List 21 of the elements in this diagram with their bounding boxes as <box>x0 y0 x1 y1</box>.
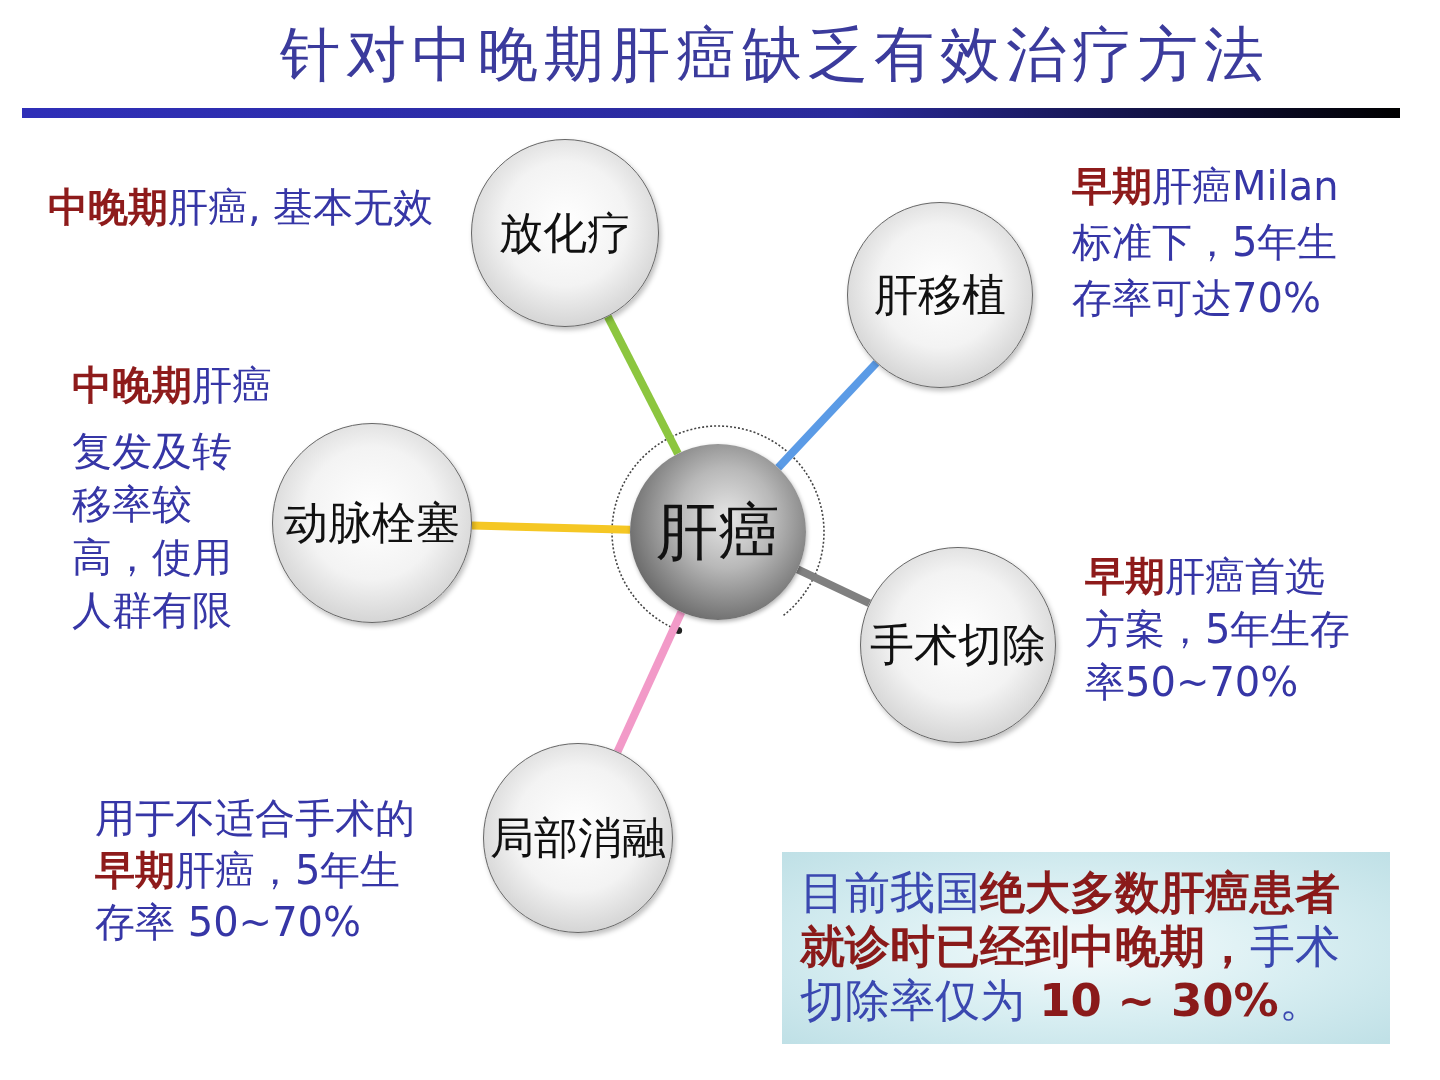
connector-line <box>775 360 880 471</box>
connector-line <box>604 314 682 456</box>
annotation-text: 早期肝癌Milan标准下，5年生存率可达70% <box>1072 162 1340 323</box>
circle-label: 手术切除 <box>870 618 1046 672</box>
title: 针对中晚期肝癌缺乏有效治疗方法 <box>279 18 1271 91</box>
circle-label: 动脉栓塞 <box>284 496 460 550</box>
annotation-text: 复发及转移率较高，使用人群有限 <box>72 427 233 635</box>
circle-label: 肝癌 <box>656 494 780 570</box>
circle-label: 局部消融 <box>490 811 666 865</box>
annotation-text: 用于不适合手术的早期肝癌，5年生存率 50~70% <box>95 794 416 947</box>
circle-label: 放化疗 <box>499 206 631 260</box>
note-text: 目前我国绝大多数肝癌患者就诊时已经到中晚期，手术切除率仅为 10 ~ 30%。 <box>800 866 1341 1028</box>
note-box <box>782 852 1390 1044</box>
annotation-text: 中晚期肝癌 <box>72 361 273 410</box>
hub-circle <box>630 444 806 620</box>
circle-label: 肝移植 <box>874 268 1006 322</box>
connector-line <box>795 565 872 607</box>
annotation-text: 中晚期肝癌, 基本无效 <box>48 183 435 232</box>
connector-line <box>613 610 686 754</box>
connector-line <box>471 521 631 534</box>
annotation-text: 早期肝癌首选方案，5年生存率50~70% <box>1085 552 1352 707</box>
